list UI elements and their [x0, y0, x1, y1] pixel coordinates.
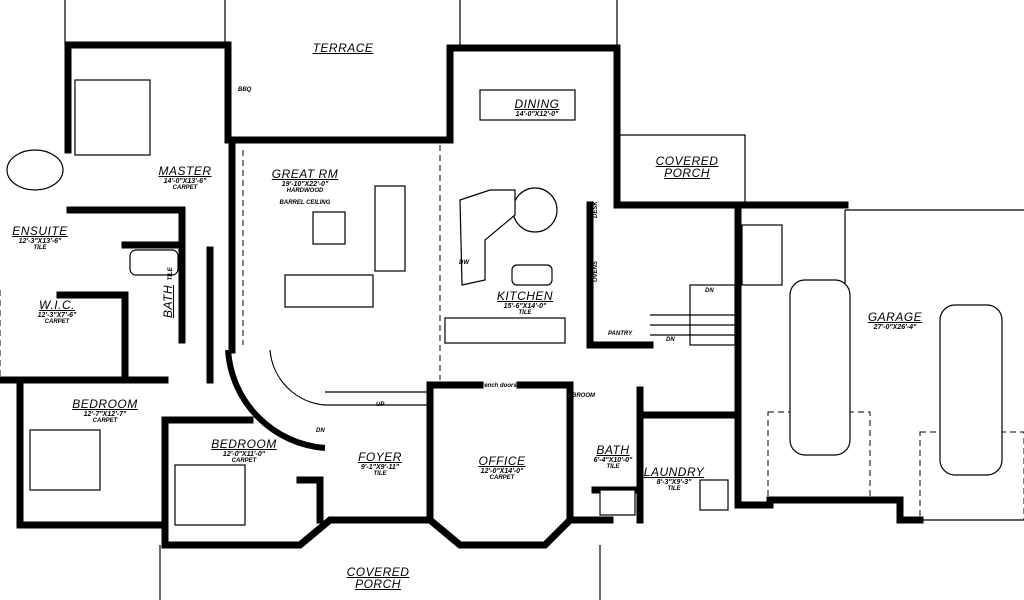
room-office: OFFICE 12'-0"X14'-0" CARPET: [479, 455, 526, 481]
room-finish: HARDWOOD: [286, 188, 324, 194]
room-terrace: TERRACE: [313, 42, 374, 54]
room-covered-porch-front: COVERED PORCH: [347, 566, 410, 590]
room-finish: CARPET: [231, 458, 257, 464]
room-garage: GARAGE 27'-0"X26'-4": [868, 311, 922, 331]
sink: [699, 479, 729, 511]
room-covered-porch-rear: COVERED PORCH: [656, 155, 719, 179]
room-dining: DINING 14'-0"X12'-0": [515, 98, 560, 118]
sofa-right: [374, 185, 406, 272]
room-finish: CARPET: [172, 185, 198, 191]
room-great-rm: GREAT RM 19'-10"X22'-0" HARDWOOD BARREL …: [272, 168, 338, 206]
room-name: GREAT RM: [271, 167, 339, 181]
room-dimensions: 27'-0"X26'-4": [873, 324, 917, 331]
room-finish: TILE: [606, 464, 620, 470]
room-finish: TILE: [168, 267, 174, 281]
master-bed: [74, 79, 151, 156]
car-left: [789, 279, 851, 456]
room-finish: CARPET: [92, 418, 118, 424]
room-name: COVERED: [655, 154, 719, 168]
furniture: [6, 79, 1003, 526]
room-bath-main: BATH 6'-4"X10'-0" TILE: [594, 444, 633, 470]
room-dimensions: 12'-7"X12'-7": [83, 411, 127, 418]
room-name: FOYER: [358, 450, 402, 464]
washer: [599, 489, 636, 516]
room-name: BATH: [596, 443, 630, 457]
room-finish: CARPET: [489, 475, 515, 481]
coffee-table: [312, 211, 346, 245]
room-name: PORCH: [355, 577, 401, 591]
french-doors-label: french doors: [480, 383, 517, 389]
ovens-label: OVENS: [593, 260, 599, 282]
room-dimensions: 14'-0"X13'-6": [163, 178, 207, 185]
room-name: LAUNDRY: [643, 465, 705, 479]
room-name: GARAGE: [867, 310, 923, 324]
room-dimensions: 14'-0"X12'-0": [515, 111, 559, 118]
room-bath-master: BATH TILE: [160, 267, 176, 318]
dining-table: [479, 89, 576, 121]
bathtub: [6, 149, 64, 191]
kitchen-table: [512, 187, 558, 233]
room-kitchen: KITCHEN 15'-6"X14'-0" TILE: [497, 290, 553, 316]
range-counter: [444, 317, 566, 344]
curved-staircase: [225, 349, 430, 451]
stair-up-label: UP: [376, 402, 385, 408]
room-name: PORCH: [664, 166, 710, 180]
bedroom2-bed: [174, 464, 246, 526]
broom-closet-label: BROOM: [572, 393, 595, 399]
curved-stair-down-label: DN: [316, 428, 325, 434]
stair-down-label-top: DN: [705, 288, 714, 294]
room-name: BEDROOM: [72, 397, 138, 411]
sofa-bottom: [284, 274, 374, 308]
room-dimensions: 12'-0"X14'-0": [480, 468, 524, 475]
room-name: W.I.C.: [39, 298, 75, 312]
room-dimensions: 12'-3"X7'-6": [37, 312, 77, 319]
walls: [0, 41, 924, 549]
room-dimensions: 15'-6"X14'-0": [503, 303, 547, 310]
room-name: BEDROOM: [211, 437, 277, 451]
bedroom1-bed: [29, 429, 101, 491]
stair-down-label-bottom: DN: [666, 337, 675, 343]
room-dimensions: 9'-1"X9'-11": [360, 464, 400, 471]
room-name: OFFICE: [478, 454, 526, 468]
room-dimensions: 6'-4"X10'-0": [593, 457, 633, 464]
room-name: DINING: [514, 97, 560, 111]
desk-label: DESK: [593, 201, 599, 218]
room-dimensions: 8'-3"X9'-3": [656, 479, 692, 486]
room-bedroom-2: BEDROOM 12'-0"X11'-0" CARPET: [211, 438, 277, 464]
bbq-label: BBQ: [238, 87, 252, 93]
dishwasher-label: DW: [459, 260, 469, 266]
room-name: ENSUITE: [12, 224, 68, 238]
room-ensuite: ENSUITE 12'-3"X13'-6" TILE: [12, 225, 68, 251]
tub: [129, 249, 179, 276]
room-note: BARREL CEILING: [279, 200, 331, 206]
pantry-label: PANTRY: [608, 331, 633, 337]
room-laundry: LAUNDRY 8'-3"X9'-3" TILE: [644, 466, 704, 492]
room-dimensions: 19'-10"X22'-0": [281, 181, 329, 188]
kitchen-counter: [459, 189, 516, 286]
room-name: BATH: [161, 284, 175, 318]
kitchen-island: [511, 264, 553, 286]
room-wic: W.I.C. 12'-3"X7'-6" CARPET: [38, 299, 77, 325]
room-name: TERRACE: [312, 41, 374, 55]
room-name: MASTER: [158, 164, 212, 178]
room-dimensions: 12'-0"X11'-0": [222, 451, 266, 458]
room-finish: TILE: [518, 310, 532, 316]
room-name: COVERED: [346, 565, 410, 579]
room-finish: TILE: [667, 486, 681, 492]
room-name: KITCHEN: [496, 289, 554, 303]
room-dimensions: 12'-3"X13'-6": [18, 238, 62, 245]
straight-staircase: [650, 224, 783, 346]
room-foyer: FOYER 9'-1"X9'-11" TILE: [358, 451, 402, 477]
room-finish: TILE: [33, 245, 47, 251]
car-right: [939, 304, 1003, 476]
room-finish: CARPET: [44, 319, 70, 325]
room-master: MASTER 14'-0"X13'-6" CARPET: [158, 165, 211, 191]
room-bedroom-1: BEDROOM 12'-7"X12'-7" CARPET: [72, 398, 138, 424]
room-finish: TILE: [373, 471, 387, 477]
